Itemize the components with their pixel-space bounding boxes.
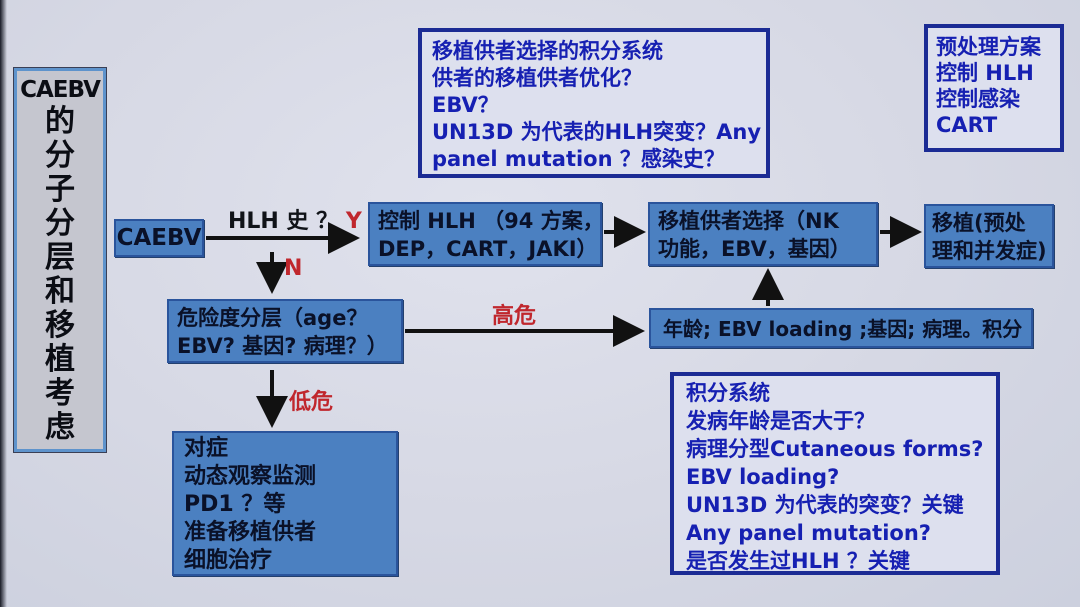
node-control-hlh-line: 控制 HLH （94 方案， — [378, 209, 604, 233]
node-risk-stratification: 危险度分层（age？ EBV? 基因? 病理？） — [167, 299, 403, 363]
node-risk-stratification-line: EBV? 基因? 病理？） — [177, 334, 388, 358]
node-control-hlh-line: DEP，CART，JAKI） — [378, 237, 598, 261]
scoring-system-line: UN13D 为代表的突变？关键 — [686, 493, 964, 517]
node-low-risk-plan-line: 动态观察监测 — [184, 464, 317, 489]
title-box: CAEBV 的分子分层和移植考虑 — [14, 68, 106, 452]
edge-label-hlh-history-text: HLH 史 ？ — [228, 209, 339, 234]
edge-label-high-risk: 高危 — [492, 304, 537, 329]
node-risk-stratification-line: 危险度分层（age？ — [177, 306, 368, 330]
pretreatment-box: 预处理方案 控制 HLH 控制感染 CART — [924, 24, 1064, 152]
node-donor-selection-line: 移植供者选择（NK — [658, 209, 839, 233]
edge-label-no: N — [284, 256, 303, 281]
left-edge-shade — [0, 0, 7, 607]
scoring-system-line: 是否发生过HLH ？关键 — [686, 549, 910, 573]
edge-label-low-risk: 低危 — [289, 390, 334, 415]
title-heading: CAEBV — [20, 77, 101, 103]
node-caebv: CAEBV — [114, 219, 204, 257]
edge-label-hlh-history: HLH 史 ？ Y — [228, 203, 362, 235]
node-low-risk-plan-line: PD1 ？等 — [184, 492, 286, 517]
node-low-risk-plan-line: 细胞治疗 — [184, 548, 273, 573]
pretreatment-line: 控制感染 — [936, 87, 1020, 111]
donor-scoring-line: panel mutation ？感染史？ — [432, 147, 725, 171]
scoring-system-line: 积分系统 — [686, 381, 770, 405]
node-low-risk-plan-line: 对症 — [184, 436, 229, 461]
node-transplant-line: 移植(预处 — [932, 211, 1026, 235]
donor-scoring-line: 移植供者选择的积分系统 — [432, 39, 663, 63]
scoring-system-box: 积分系统 发病年龄是否大于？ 病理分型Cutaneous forms? EBV … — [670, 372, 1000, 575]
node-age-score: 年龄; EBV loading ;基因; 病理。积分 — [649, 308, 1033, 348]
node-low-risk-plan-line: 准备移植供者 — [184, 520, 317, 545]
donor-scoring-box: 移植供者选择的积分系统 供者的移植供者优化？ EBV？ UN13D 为代表的HL… — [418, 28, 770, 178]
donor-scoring-line: EBV？ — [432, 93, 499, 117]
scoring-system-line: 病理分型Cutaneous forms? — [686, 437, 984, 461]
title-vertical-text: 的分子分层和移植考虑 — [45, 104, 75, 445]
scoring-system-line: 发病年龄是否大于？ — [686, 409, 875, 433]
donor-scoring-line: 供者的移植供者优化？ — [432, 66, 642, 90]
node-transplant: 移植(预处 理和并发症) — [924, 204, 1054, 268]
scoring-system-line: Any panel mutation? — [686, 521, 931, 545]
scoring-system-line: EBV loading? — [686, 465, 840, 489]
pretreatment-line: CART — [936, 113, 998, 137]
node-donor-selection-line: 功能，EBV，基因） — [658, 237, 851, 261]
pretreatment-line: 预处理方案 — [936, 35, 1041, 59]
node-donor-selection: 移植供者选择（NK 功能，EBV，基因） — [648, 202, 878, 266]
node-transplant-line: 理和并发症) — [932, 239, 1047, 263]
node-control-hlh: 控制 HLH （94 方案， DEP，CART，JAKI） — [368, 202, 604, 266]
node-low-risk-plan: 对症 动态观察监测 PD1 ？等 准备移植供者 细胞治疗 — [172, 431, 398, 576]
donor-scoring-line: UN13D 为代表的HLH突变？Any — [432, 120, 762, 144]
edge-label-yes: Y — [345, 209, 362, 234]
pretreatment-line: 控制 HLH — [936, 61, 1034, 85]
